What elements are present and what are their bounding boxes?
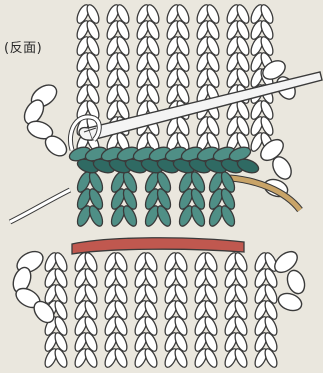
teal-stitch-columns: [75, 170, 237, 228]
teal-braid-row: [68, 145, 261, 176]
side-label: (反面): [4, 37, 42, 56]
